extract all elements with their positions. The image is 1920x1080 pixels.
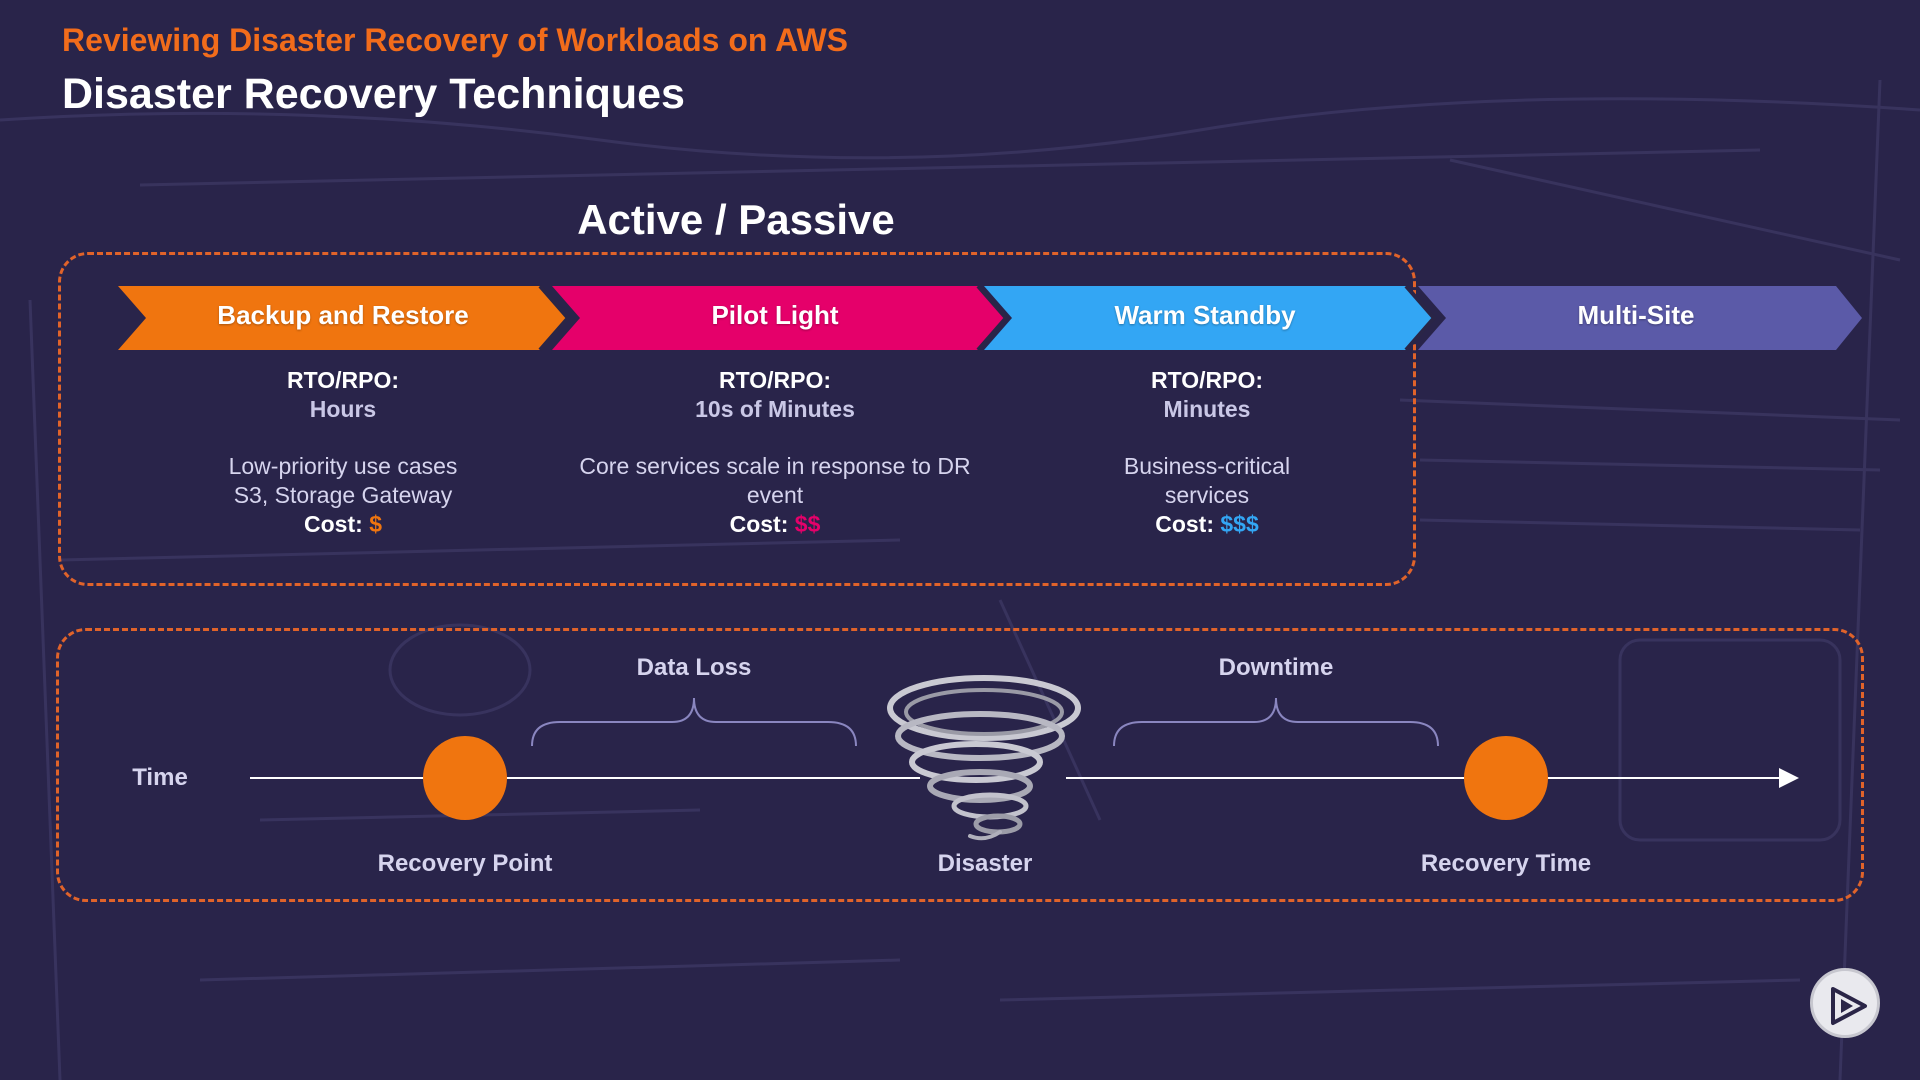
downtime-brace	[1114, 698, 1438, 746]
recovery-time-label: Recovery Time	[1356, 850, 1656, 878]
recovery-point-label: Recovery Point	[315, 850, 615, 878]
data-loss-label: Data Loss	[594, 654, 794, 682]
recovery-time-marker	[1464, 736, 1548, 820]
data-loss-brace	[532, 698, 856, 746]
disaster-label: Disaster	[885, 850, 1085, 878]
tornado-icon	[890, 678, 1078, 838]
play-logo-button[interactable]	[1810, 968, 1880, 1038]
recovery-point-marker	[423, 736, 507, 820]
downtime-label: Downtime	[1176, 654, 1376, 682]
play-logo-icon	[1827, 985, 1869, 1027]
timeline-axis-label: Time	[110, 764, 210, 792]
